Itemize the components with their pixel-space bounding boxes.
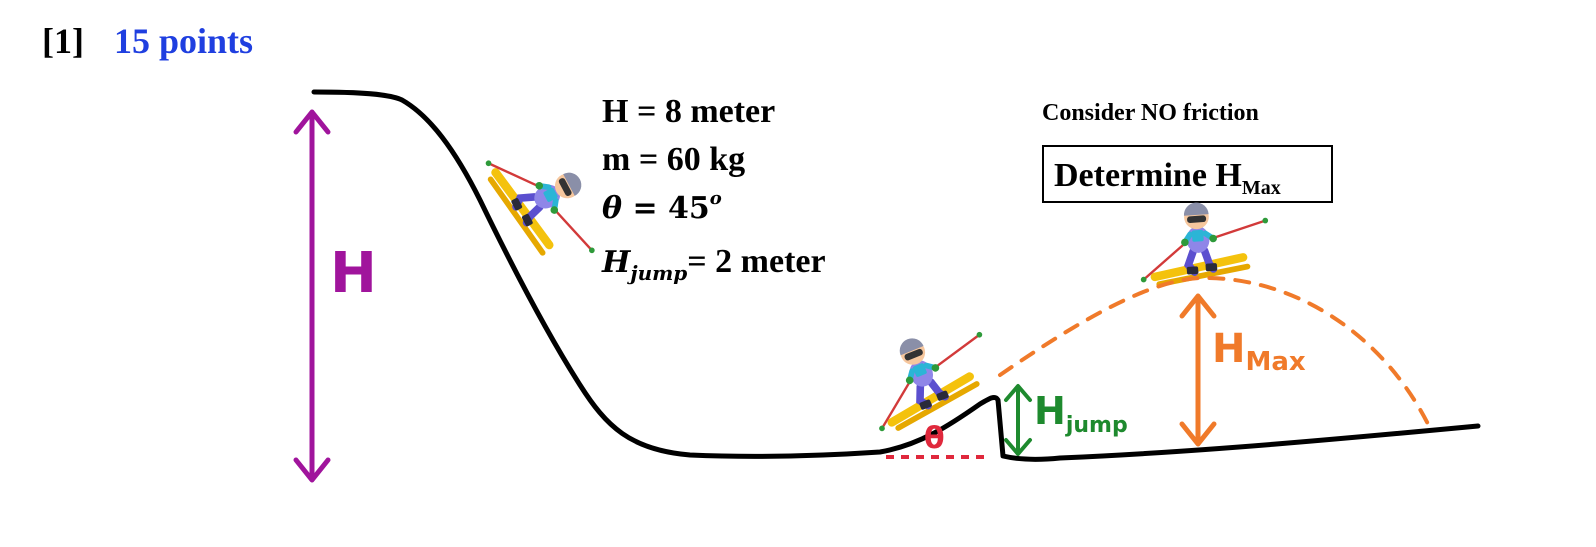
- terrain-profile: [311, 89, 1481, 462]
- task-text: Determine HMax: [1054, 157, 1281, 199]
- task-box: [1042, 145, 1333, 203]
- given-jump-height: Hjump= 2 meter: [601, 243, 826, 285]
- skier-icon: [482, 126, 613, 279]
- skier-icon: [852, 313, 1003, 435]
- ramp-angle-label: θ: [924, 421, 945, 456]
- skier-icon: [1136, 198, 1272, 286]
- problem-points: 15 points: [114, 21, 253, 61]
- max-height-label: HMax: [1212, 326, 1306, 377]
- given-angle: θ = 45o: [602, 188, 722, 226]
- max-height-arrow: [1179, 293, 1217, 447]
- problem-number: [1]: [42, 21, 84, 61]
- height-arrow: [293, 109, 331, 483]
- given-mass: m = 60 kg: [602, 141, 745, 178]
- jump-height-arrow: [1004, 384, 1032, 456]
- given-height: H = 8 meter: [602, 93, 775, 130]
- friction-note: Consider NO friction: [1042, 100, 1259, 126]
- height-label: H: [330, 241, 377, 306]
- jump-trajectory: [998, 275, 1430, 426]
- jump-height-label: Hjump: [1034, 389, 1128, 438]
